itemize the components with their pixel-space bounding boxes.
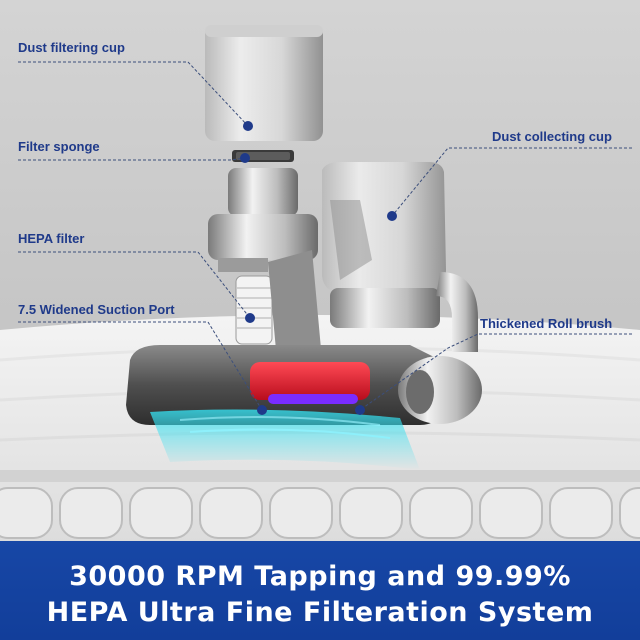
cyclone-filter <box>208 168 318 272</box>
vacuum-neck <box>268 250 478 372</box>
hepa-filter <box>235 275 273 345</box>
roller-purple <box>268 394 358 404</box>
label-dust-filtering-cup: Dust filtering cup <box>18 40 125 55</box>
label-suction-port: 7.5 Widened Suction Port <box>18 302 175 317</box>
label-hepa-filter: HEPA filter <box>18 231 85 246</box>
dust-collecting-cup <box>322 162 446 328</box>
feature-banner: 30000 RPM Tapping and 99.99% HEPA Ultra … <box>0 541 640 640</box>
label-roll-brush: Thickened Roll brush <box>480 316 613 331</box>
banner-line-1: 30000 RPM Tapping and 99.99% <box>69 561 571 592</box>
label-dust-collecting-cup: Dust collecting cup <box>492 129 612 144</box>
banner-line-2: HEPA Ultra Fine Filteration System <box>46 597 594 628</box>
callout-leaders <box>18 61 632 411</box>
label-filter-sponge: Filter sponge <box>18 139 100 154</box>
roller-red <box>250 362 370 400</box>
floor-head <box>126 345 482 425</box>
callout-dots <box>240 121 397 415</box>
dust-filtering-cup <box>205 25 323 141</box>
airflow-effect <box>150 409 420 470</box>
